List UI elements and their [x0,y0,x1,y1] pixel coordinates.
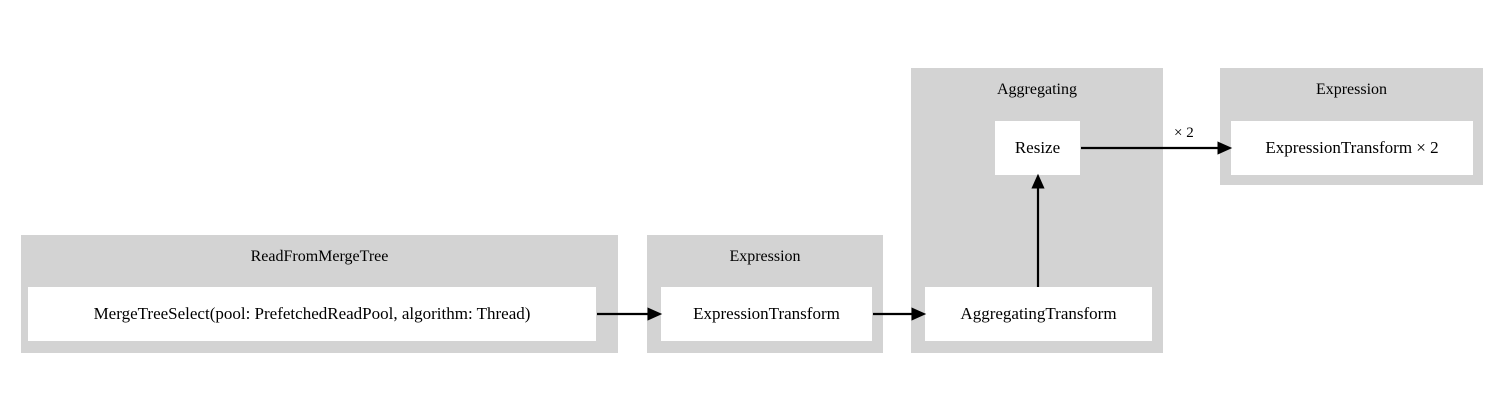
cluster-label-aggregating: Aggregating [997,81,1077,98]
node-aggregating-transform[interactable]: AggregatingTransform [925,287,1152,341]
node-expression-transform-x2[interactable]: ExpressionTransform × 2 [1231,121,1473,175]
cluster-label-expression-1: Expression [729,248,801,265]
node-resize[interactable]: Resize [995,121,1080,175]
cluster-label-read-from-merge-tree: ReadFromMergeTree [250,248,389,265]
node-merge-tree-select[interactable]: MergeTreeSelect(pool: PrefetchedReadPool… [28,287,596,341]
node-expression-transform[interactable]: ExpressionTransform [661,287,872,341]
edge-label-resize-to-expression2: × 2 [1174,125,1194,141]
cluster-label-expression-2: Expression [1315,81,1388,98]
